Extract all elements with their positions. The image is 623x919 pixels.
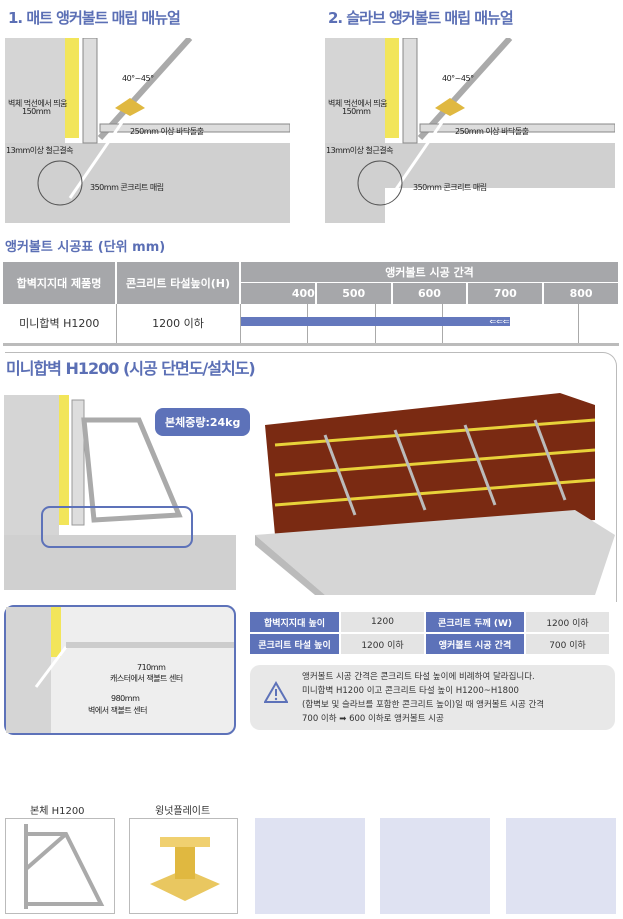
part-placeholder <box>255 818 365 914</box>
anchor-table-title: 앵커볼트 시공표 (단위 mm) <box>5 240 166 255</box>
slab-edge-label: 250mm 이상 바닥돌출 <box>130 127 204 136</box>
offset-label: 벽체 먹선에서 띄움 <box>328 99 387 108</box>
detail-diagram <box>4 605 236 735</box>
offset-value: 150mm <box>342 107 371 116</box>
row-height: 1200 이하 <box>116 304 241 344</box>
part-image-wingnut <box>129 818 238 914</box>
section1-title: 1. 매트 앵커볼트 매립 매뉴얼 <box>8 9 181 27</box>
header-product: 합벽지지대 제품명 <box>3 262 117 304</box>
cross-section-diagram <box>4 395 236 590</box>
header-height: 콘크리트 타설높이(H) <box>116 262 241 304</box>
part-placeholder <box>506 818 616 914</box>
angle-label: 40°~45° <box>122 74 154 83</box>
dim2-label: 벽에서 잭볼트 센터 <box>88 706 147 715</box>
section2-title: 2. 슬라브 앵커볼트 매립 매뉴얼 <box>328 9 514 27</box>
dim1-value: 710mm <box>137 663 166 672</box>
angle-label: 40°~45° <box>442 74 474 83</box>
section3-title: 미니합벽 H1200 (시공 단면도/설치도) <box>6 355 263 379</box>
offset-value: 150mm <box>22 107 51 116</box>
warning-icon <box>263 681 289 705</box>
weight-badge: 본체중량:24kg <box>155 408 251 436</box>
dim1-label: 캐스터에서 잭볼트 센터 <box>110 674 183 683</box>
note-box: 앵커볼트 시공 간격은 콘크리트 타설 높이에 비례하여 달라집니다.미니합벽 … <box>250 665 615 730</box>
spacing-bar: ⇐⇐⇐ <box>240 317 510 326</box>
part-placeholder <box>380 818 490 914</box>
row-product: 미니합벽 H1200 <box>3 304 117 344</box>
part-label: 본체 H1200 <box>30 806 85 817</box>
embed-label: 350mm 콘크리트 매립 <box>413 183 487 192</box>
rebar-label: 13mm이상 철근결속 <box>326 146 393 155</box>
installation-3d-view <box>255 385 615 595</box>
slab-edge-label: 250mm 이상 바닥돌출 <box>455 127 529 136</box>
dim2-value: 980mm <box>111 694 140 703</box>
part-label: 윙넛플레이트 <box>155 806 211 817</box>
header-spacing: 앵커볼트 시공 간격 <box>240 262 620 283</box>
slab-anchor-diagram <box>325 35 616 223</box>
part-image-body <box>5 818 115 914</box>
rebar-label: 13mm이상 철근결속 <box>6 146 73 155</box>
embed-label: 350mm 콘크리트 매립 <box>90 183 164 192</box>
offset-label: 벽체 먹선에서 띄움 <box>8 99 67 108</box>
